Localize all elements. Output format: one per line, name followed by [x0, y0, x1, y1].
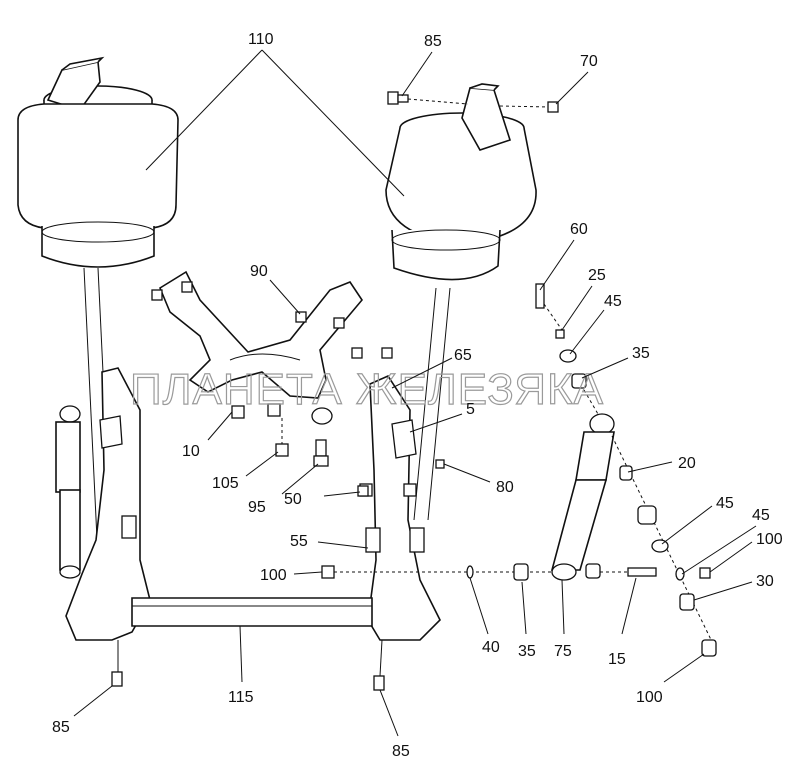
bolt-95 — [313, 439, 329, 467]
leader-lines — [73, 49, 757, 737]
callout-110: 110 — [248, 31, 274, 48]
bushing-100-left — [321, 565, 372, 579]
callout-50: 50 — [284, 491, 302, 508]
x-bracket — [151, 270, 363, 425]
bolt-50 — [357, 485, 369, 497]
callout-85-top: 85 — [424, 33, 442, 50]
callout-100-left: 100 — [260, 567, 287, 584]
axle-beam — [131, 597, 373, 627]
callout-45-b: 45 — [752, 507, 770, 524]
callout-5: 5 — [466, 401, 475, 418]
callout-75: 75 — [554, 643, 572, 660]
callout-45-mid: 45 — [604, 293, 622, 310]
callout-55: 55 — [290, 533, 308, 550]
callout-labels: 110 85 70 60 25 45 35 90 65 5 10 105 95 … — [52, 31, 783, 760]
nut-70 — [499, 101, 559, 113]
callout-25: 25 — [588, 267, 606, 284]
callout-35-mid: 35 — [632, 345, 650, 362]
callout-15: 15 — [608, 651, 626, 668]
callout-10: 10 — [182, 443, 200, 460]
callout-20: 20 — [678, 455, 696, 472]
bushing-75-side — [585, 563, 601, 579]
shock-absorber-right — [374, 413, 615, 581]
callout-65: 65 — [454, 347, 472, 364]
shock-absorber-left — [55, 405, 81, 579]
callout-115: 115 — [228, 689, 254, 706]
bushing-35-low — [513, 563, 529, 581]
trailing-arm-right — [351, 347, 441, 691]
callout-100-right: 100 — [756, 531, 783, 548]
bolt-80 — [435, 459, 445, 469]
callout-45-a: 45 — [716, 495, 734, 512]
callout-85-bottom: 85 — [392, 743, 410, 760]
callout-90: 90 — [250, 263, 268, 280]
callout-40: 40 — [482, 639, 500, 656]
callout-60: 60 — [570, 221, 588, 238]
lower-hardware-stack — [611, 435, 717, 657]
air-spring-right — [385, 83, 537, 521]
callout-80: 80 — [496, 479, 514, 496]
washer-40 — [466, 565, 474, 579]
watermark-text: ПЛАНЕТА ЖЕЛЕЗЯКА — [130, 365, 604, 414]
trailing-arm-left — [65, 367, 151, 687]
callout-85-left: 85 — [52, 719, 70, 736]
callout-35-low: 35 — [518, 643, 536, 660]
callout-100-low: 100 — [636, 689, 663, 706]
callout-70: 70 — [580, 53, 598, 70]
callout-30: 30 — [756, 573, 774, 590]
bolt-105 — [275, 418, 289, 457]
bolt-85-top — [387, 91, 469, 105]
callout-95: 95 — [248, 499, 266, 516]
callout-105: 105 — [212, 475, 239, 492]
air-spring-left — [17, 56, 179, 561]
pin-15 — [600, 567, 657, 577]
